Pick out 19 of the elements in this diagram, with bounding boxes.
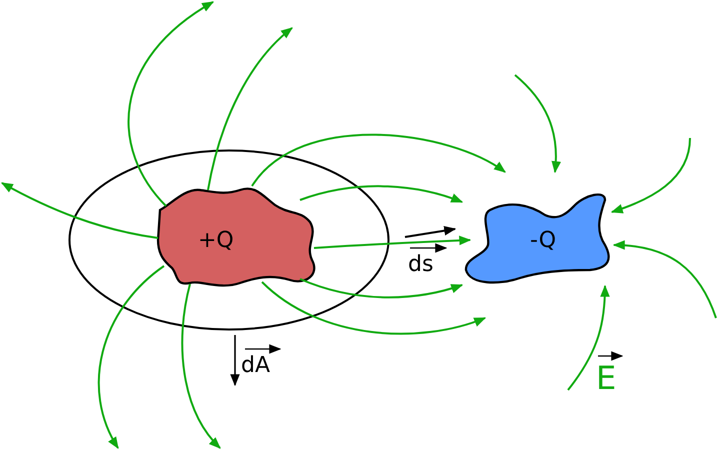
field-line-arrow (514, 74, 561, 174)
field-line-arrow (98, 265, 165, 450)
vector-label: dA (241, 355, 270, 377)
charge-label: +Q (198, 230, 234, 252)
field-line-arrow (610, 138, 691, 214)
field-line-arrow (181, 284, 221, 449)
charge-label: -Q (530, 230, 556, 252)
vector-label: ds (408, 254, 434, 276)
field-line-arrow (300, 185, 464, 203)
field-line-arrow (128, 1, 214, 207)
field-line-arrow (207, 27, 293, 190)
field-vector-label: E (596, 362, 616, 394)
field-line-arrow (261, 281, 486, 335)
field-line-arrow (612, 240, 717, 318)
field-line-arrow (251, 134, 506, 187)
field-line-arrow (314, 236, 472, 249)
field-line-arrow (567, 284, 610, 391)
field-line-arrow (300, 278, 464, 298)
field-line-arrow (0, 182, 158, 239)
